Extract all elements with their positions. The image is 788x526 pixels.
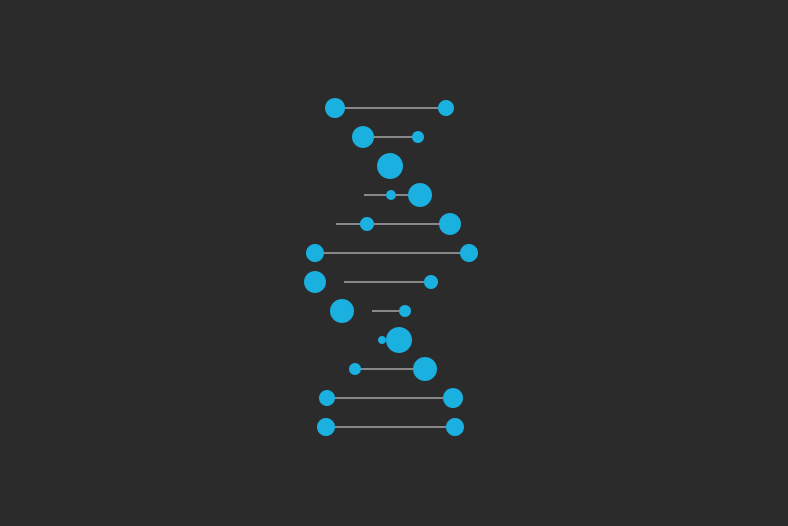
helix-rung — [304, 271, 438, 293]
strand-node-left — [319, 390, 335, 406]
strand-node-left — [306, 244, 324, 262]
strand-node-right — [439, 213, 461, 235]
helix-rungs — [304, 98, 478, 436]
strand-node-left — [317, 418, 335, 436]
helix-rung — [378, 327, 412, 353]
strand-node-left — [330, 299, 354, 323]
strand-node-right — [412, 131, 424, 143]
helix-rung — [377, 153, 403, 179]
strand-node-left — [378, 336, 386, 344]
strand-node-right — [386, 327, 412, 353]
helix-rung — [330, 299, 411, 323]
helix-rung — [349, 357, 437, 381]
helix-rung — [306, 244, 478, 262]
strand-node-right — [438, 100, 454, 116]
strand-node-left — [360, 217, 374, 231]
strand-node-left — [325, 98, 345, 118]
helix-rung — [336, 213, 461, 235]
strand-node-left — [349, 363, 361, 375]
helix-rung — [317, 418, 464, 436]
strand-node-right — [408, 183, 432, 207]
strand-node-right — [446, 418, 464, 436]
strand-node-left — [304, 271, 326, 293]
strand-node-left — [386, 190, 396, 200]
strand-node-right — [413, 357, 437, 381]
helix-rung — [319, 388, 463, 408]
strand-node-left — [377, 153, 403, 179]
strand-node-right — [399, 305, 411, 317]
strand-node-left — [352, 126, 374, 148]
helix-rung — [364, 183, 432, 207]
strand-node-right — [460, 244, 478, 262]
helix-rung — [352, 126, 424, 148]
strand-node-right — [443, 388, 463, 408]
strand-node-right — [424, 275, 438, 289]
helix-rung — [325, 98, 454, 118]
